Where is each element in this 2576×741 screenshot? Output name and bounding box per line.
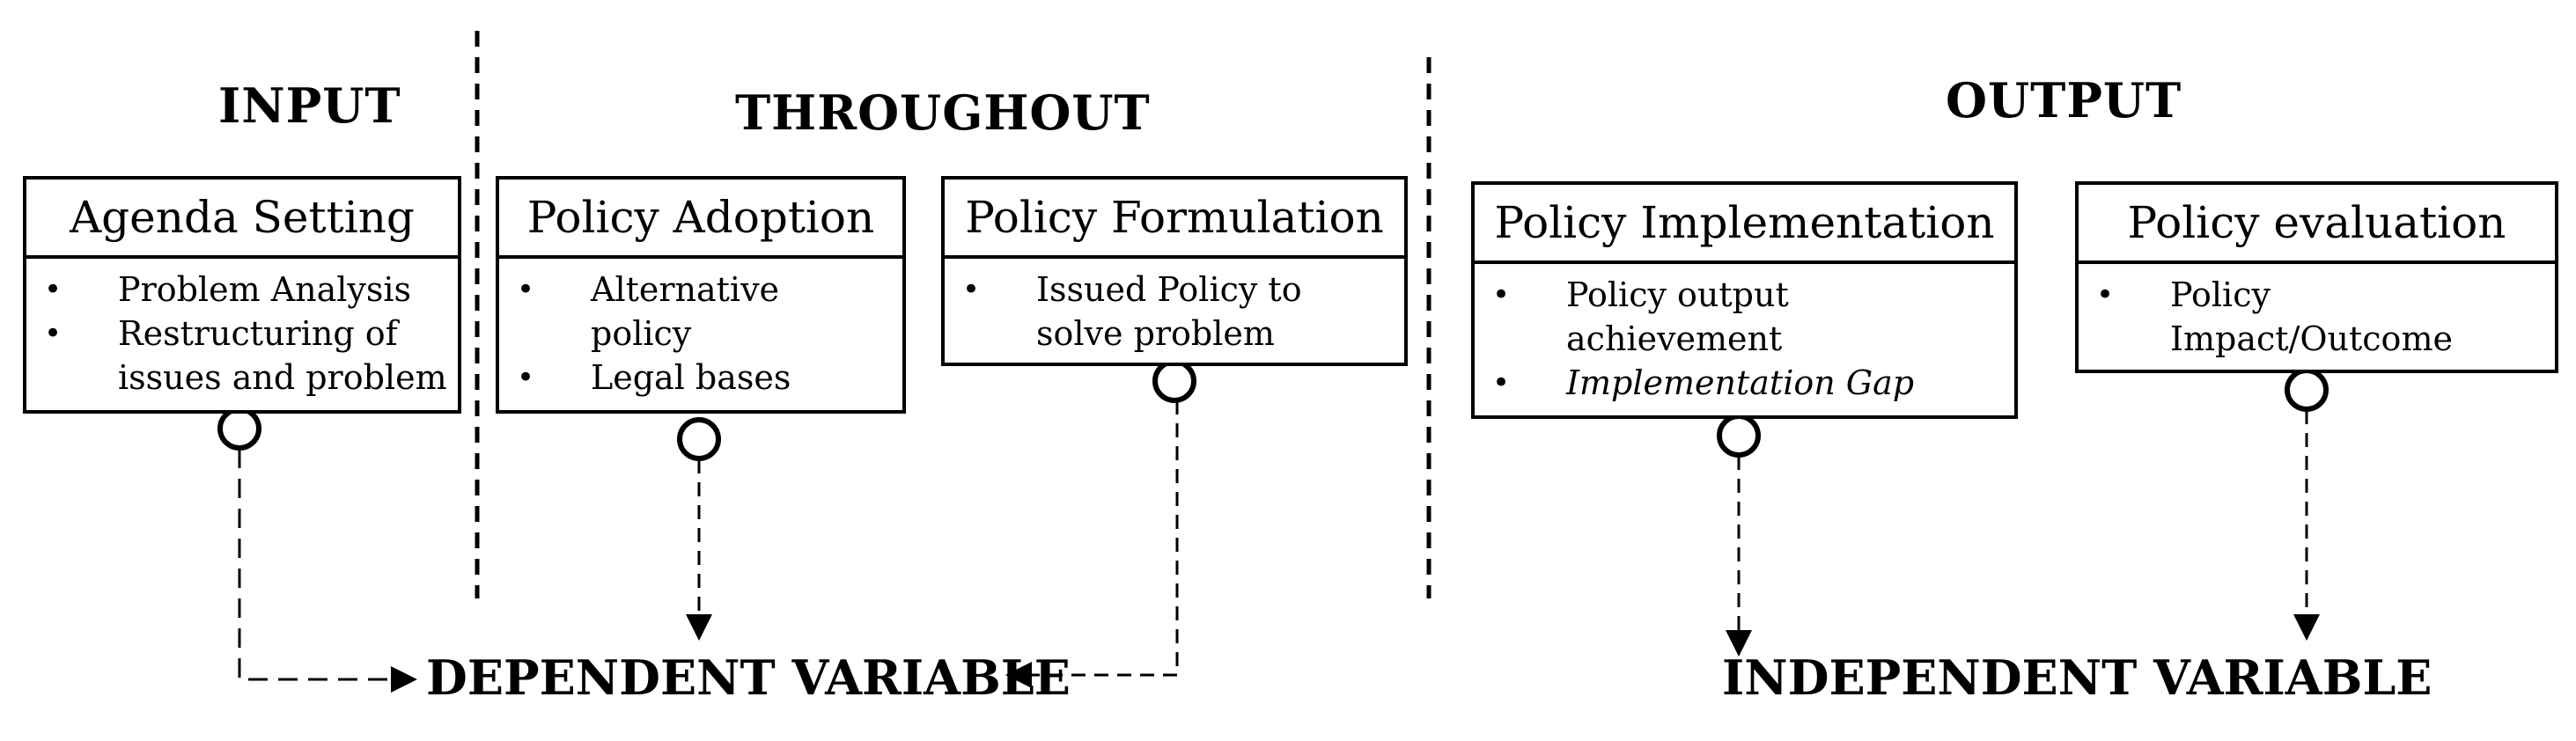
throughout-header: THROUGHOUT xyxy=(735,84,1151,141)
output-header: OUTPUT xyxy=(1946,72,2182,128)
input-header: INPUT xyxy=(218,77,401,134)
list-item-text: Implementation Gap xyxy=(1566,363,1915,402)
bullet-icon: • xyxy=(517,272,535,307)
list-item-text: Issued Policy to solve problem xyxy=(1036,270,1302,353)
connector-agenda-to-dependent xyxy=(238,449,417,693)
bullet-icon: • xyxy=(517,360,535,395)
box-body: • Issued Policy to solve problem xyxy=(945,259,1404,356)
bullet-icon: • xyxy=(44,272,63,307)
box-title: Policy Implementation xyxy=(1475,185,2014,264)
box-title: Policy Formulation xyxy=(945,180,1404,259)
list-item: • Alternative policy xyxy=(499,268,902,356)
list-item-text: Alternative policy xyxy=(591,270,780,353)
bullet-icon: • xyxy=(2096,277,2115,312)
bullet-icon: • xyxy=(1492,277,1511,312)
independent-variable-label: INDEPENDENT VARIABLE xyxy=(1722,649,2432,706)
connector-formulation-to-dependent xyxy=(1005,400,1179,688)
port-policy-evaluation xyxy=(2285,368,2329,412)
box-body: • Policy Impact/Outcome xyxy=(2079,264,2555,361)
bullet-icon: • xyxy=(44,316,63,351)
list-item: • Restructuring of issues and problem xyxy=(26,312,458,400)
agenda-setting-box: Agenda Setting • Problem Analysis • Rest… xyxy=(23,176,461,414)
policy-implementation-box: Policy Implementation • Policy output ac… xyxy=(1471,181,2018,419)
bullet-icon: • xyxy=(1492,365,1511,400)
list-item: • Policy Impact/Outcome xyxy=(2079,273,2555,361)
list-item-text: Problem Analysis xyxy=(118,270,412,309)
port-policy-implementation xyxy=(1717,414,1761,458)
list-item: • Implementation Gap xyxy=(1475,361,2014,405)
list-item-text: Policy Impact/Outcome xyxy=(2170,275,2453,358)
port-policy-adoption xyxy=(677,417,721,461)
list-item: • Policy output achievement xyxy=(1475,273,2014,361)
port-agenda-setting xyxy=(217,407,261,451)
policy-adoption-box: Policy Adoption • Alternative policy • L… xyxy=(496,176,906,414)
list-item-text: Legal bases xyxy=(591,358,791,397)
dependent-variable-label: DEPENDENT VARIABLE xyxy=(426,649,1071,706)
policy-formulation-box: Policy Formulation • Issued Policy to so… xyxy=(941,176,1408,366)
box-body: • Alternative policy • Legal bases xyxy=(499,259,902,400)
list-item: • Problem Analysis xyxy=(26,268,458,312)
box-title: Policy Adoption xyxy=(499,180,902,259)
box-body: • Problem Analysis • Restructuring of is… xyxy=(26,259,458,400)
policy-evaluation-box: Policy evaluation • Policy Impact/Outcom… xyxy=(2075,181,2558,373)
box-title: Agenda Setting xyxy=(26,180,458,259)
list-item: • Issued Policy to solve problem xyxy=(945,268,1404,356)
list-item-text: Restructuring of issues and problem xyxy=(118,314,447,397)
port-policy-formulation xyxy=(1152,359,1196,403)
box-title: Policy evaluation xyxy=(2079,185,2555,264)
list-item-text: Policy output achievement xyxy=(1566,275,1789,358)
bullet-icon: • xyxy=(962,272,981,307)
list-item: • Legal bases xyxy=(499,356,902,400)
box-body: • Policy output achievement • Implementa… xyxy=(1475,264,2014,405)
